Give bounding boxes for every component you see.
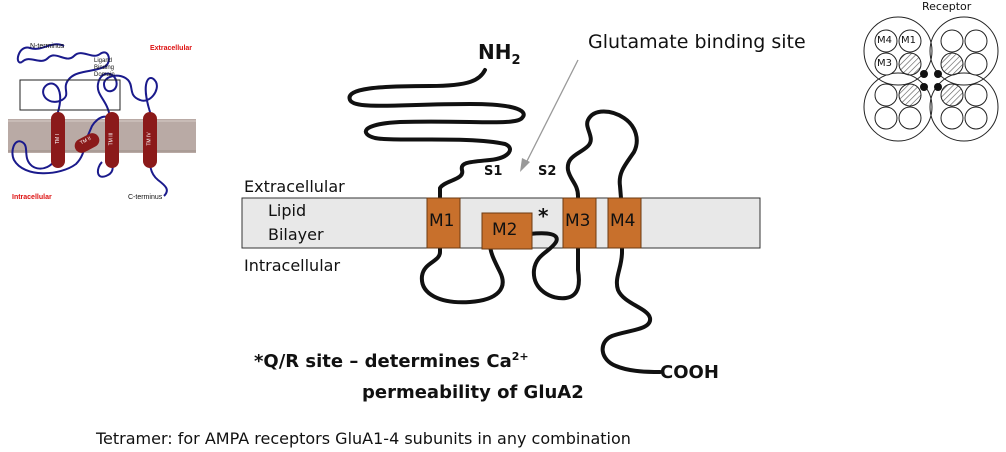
subunit-top-left bbox=[863, 16, 933, 86]
segment-m1-box bbox=[426, 197, 461, 249]
qr-site-line-2: permeability of GluA2 bbox=[362, 382, 584, 403]
qr-site-asterisk: * bbox=[538, 204, 549, 228]
inset-helices bbox=[51, 112, 157, 168]
ligand-binding-domain-box bbox=[19, 79, 121, 111]
glutamate-binding-site-label: Glutamate binding site bbox=[588, 31, 806, 53]
segment-m3-label: M3 bbox=[565, 211, 591, 231]
inset-ligand-label-1: Ligand bbox=[94, 58, 113, 64]
nh2-subscript: 2 bbox=[511, 53, 521, 68]
intracellular-label: Intracellular bbox=[244, 256, 341, 275]
extracellular-label: Extracellular bbox=[244, 177, 345, 196]
tm-i-helix bbox=[51, 112, 65, 168]
pore-dot-4 bbox=[934, 83, 942, 91]
receptor-tetramer-diagram bbox=[863, 16, 999, 142]
chain-c-terminal-tail bbox=[600, 242, 662, 374]
inset-ligand-label-3: Domain bbox=[94, 72, 115, 78]
tm-ii-helix bbox=[74, 133, 100, 153]
inset-ligand-label-2: Binding bbox=[94, 65, 115, 71]
pore-dot-1 bbox=[920, 70, 928, 78]
chain-n-terminal-domain bbox=[347, 68, 526, 214]
inset-membrane bbox=[8, 119, 196, 153]
segment-m2-label: M2 bbox=[492, 220, 518, 240]
cooh-label: COOH bbox=[660, 362, 719, 383]
receptor-title: Receptor bbox=[922, 0, 972, 13]
nh2-base: NH bbox=[478, 40, 512, 64]
s1-label: S1 bbox=[484, 164, 503, 179]
qr-site-line-1: *Q/R site – determines Ca2+ bbox=[254, 350, 529, 372]
tm-iii-helix bbox=[105, 112, 119, 168]
lipid-label: Lipid bbox=[268, 201, 307, 220]
segment-m4-label: M4 bbox=[610, 211, 636, 231]
pore-dot-2 bbox=[934, 70, 942, 78]
subunit-bottom-right bbox=[929, 72, 999, 142]
calcium-charge: 2+ bbox=[511, 350, 529, 363]
tetramer-caption: Tetramer: for AMPA receptors GluA1-4 sub… bbox=[96, 429, 631, 448]
receptor-label-m4: M4 bbox=[877, 35, 892, 46]
inset-c-terminus-label: C-terminus bbox=[128, 194, 163, 201]
nh2-label: NH2 bbox=[478, 40, 521, 68]
subunit-top-right bbox=[929, 16, 999, 86]
segment-m1-label: M1 bbox=[429, 211, 455, 231]
inset-n-terminus-label: N-terminus bbox=[30, 43, 65, 50]
chain-m1-m2-loop bbox=[419, 242, 505, 305]
glutamate-arrow bbox=[524, 59, 579, 166]
topology-inset bbox=[8, 43, 196, 197]
segment-m4-box bbox=[607, 197, 642, 249]
subunit-bottom-left bbox=[863, 72, 933, 142]
chain-s2-loop bbox=[565, 109, 639, 212]
segment-m2-box bbox=[481, 212, 533, 250]
s2-label: S2 bbox=[538, 164, 557, 179]
qr-site-text: *Q/R site – determines Ca bbox=[254, 351, 512, 372]
segment-m3-box bbox=[562, 197, 597, 249]
receptor-label-m3: M3 bbox=[877, 58, 892, 69]
inset-intracellular-label: Intracellular bbox=[12, 194, 52, 201]
chain-m2-m3-loop bbox=[528, 231, 581, 301]
tm-iv-helix bbox=[143, 112, 157, 168]
receptor-label-m1: M1 bbox=[901, 35, 916, 46]
bilayer-label: Bilayer bbox=[268, 225, 324, 244]
pore-dot-3 bbox=[920, 83, 928, 91]
inset-extracellular-label: Extracellular bbox=[150, 45, 193, 52]
